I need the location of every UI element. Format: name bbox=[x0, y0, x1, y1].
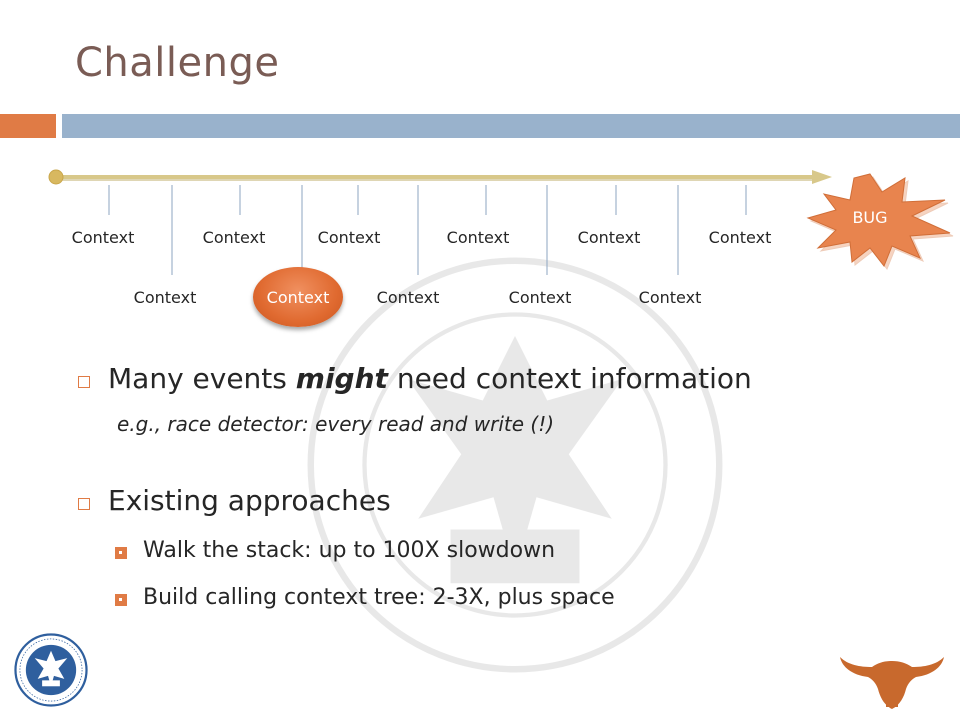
square-bullet-icon bbox=[78, 376, 90, 388]
filled-square-bullet-icon bbox=[115, 594, 127, 606]
timeline-label-top: Context bbox=[317, 228, 381, 247]
timeline-start-dot bbox=[48, 169, 64, 185]
timeline-label-bottom: Context bbox=[133, 288, 197, 307]
bug-label: BUG bbox=[852, 208, 888, 227]
timeline-label-top: Context bbox=[577, 228, 641, 247]
timeline-label-top: Context bbox=[708, 228, 772, 247]
example-text: e.g., race detector: every read and writ… bbox=[117, 412, 555, 436]
bullet-text: Existing approaches bbox=[108, 484, 391, 517]
filled-square-bullet-icon bbox=[115, 547, 127, 559]
timeline-label-top: Context bbox=[202, 228, 266, 247]
timeline-arrowhead bbox=[812, 170, 832, 184]
highlighted-context-oval bbox=[253, 267, 343, 327]
timeline-label-bottom: Context bbox=[638, 288, 702, 307]
accent-bar-right bbox=[62, 114, 960, 138]
watermark-seal-icon bbox=[307, 257, 723, 673]
university-seal-logo-icon bbox=[14, 633, 88, 707]
accent-bar-left bbox=[0, 114, 56, 138]
timeline-label-top: Context bbox=[446, 228, 510, 247]
highlighted-context-label: Context bbox=[266, 288, 330, 307]
timeline-label-top: Context bbox=[71, 228, 135, 247]
timeline-label-bottom: Context bbox=[508, 288, 572, 307]
slide-title: Challenge bbox=[75, 40, 280, 86]
sub-bullet-text: Build calling context tree: 2-3X, plus s… bbox=[143, 585, 615, 610]
bullet-text: Many events might need context informati… bbox=[108, 362, 752, 395]
square-bullet-icon bbox=[78, 498, 90, 510]
longhorn-logo-icon bbox=[840, 657, 944, 709]
sub-bullet-text: Walk the stack: up to 100X slowdown bbox=[143, 538, 556, 563]
timeline-label-bottom: Context bbox=[376, 288, 440, 307]
